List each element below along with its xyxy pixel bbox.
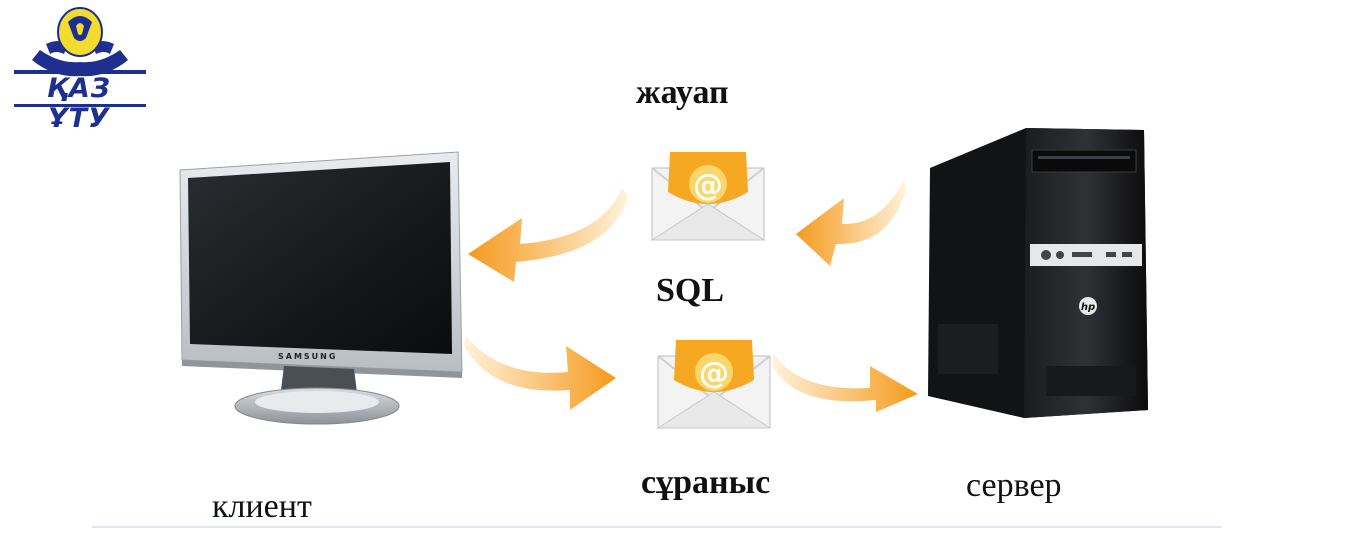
arrow-request-from-client bbox=[464, 336, 616, 410]
arrow-response-to-client bbox=[468, 188, 628, 282]
server-brand: hp bbox=[1081, 302, 1095, 313]
server-tower-icon: hp bbox=[928, 128, 1148, 418]
logo-text: ҚАЗ ҰТУ bbox=[46, 73, 111, 134]
arrow-request-to-server bbox=[772, 354, 918, 412]
label-response: жауап bbox=[636, 74, 729, 111]
svg-text:@: @ bbox=[693, 168, 723, 203]
label-server: сервер bbox=[966, 467, 1062, 504]
arrow-response-from-server bbox=[796, 180, 906, 266]
email-envelope-icon: @ bbox=[650, 152, 766, 241]
university-logo bbox=[14, 7, 146, 107]
email-envelope-icon: @ bbox=[656, 340, 772, 429]
svg-text:@: @ bbox=[699, 356, 729, 391]
monitor-icon bbox=[179, 151, 463, 425]
monitor-brand: SAMSUNG bbox=[278, 352, 338, 361]
label-client: клиент bbox=[212, 488, 312, 525]
label-sql: SQL bbox=[656, 272, 725, 309]
divider-line bbox=[92, 526, 1222, 528]
label-request: сұраныс bbox=[641, 464, 771, 501]
